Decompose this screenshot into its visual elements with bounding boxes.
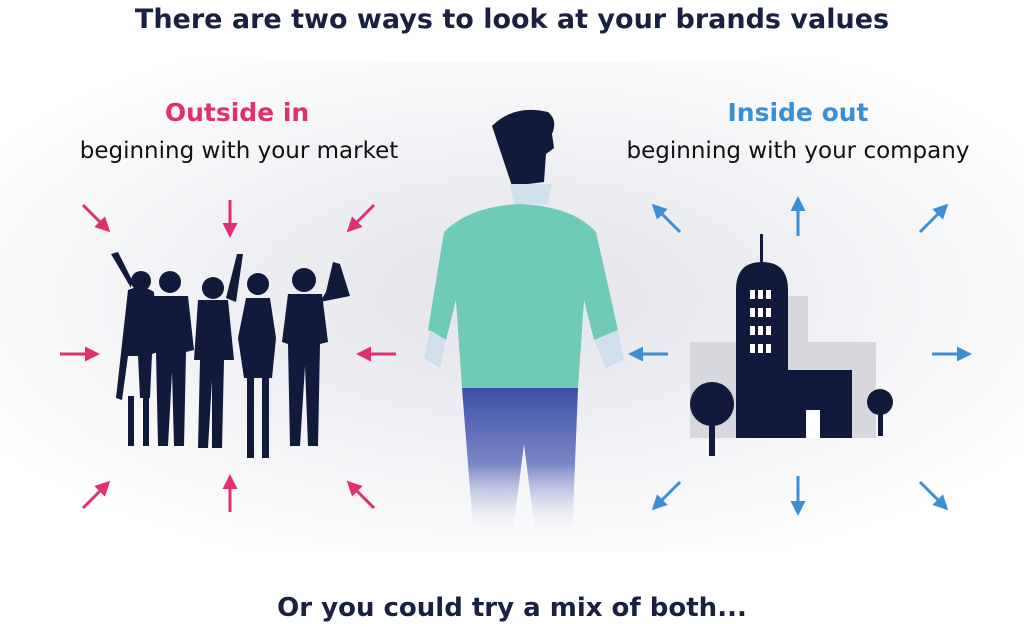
- outside-in-heading: Outside in: [164, 98, 310, 127]
- inward-arrows: [60, 200, 396, 512]
- outward-arrow-icon: [918, 203, 949, 234]
- inward-arrow-icon: [346, 203, 376, 233]
- page-title: There are two ways to look at your brand…: [134, 4, 890, 35]
- outward-arrow-icon: [651, 203, 682, 234]
- footer-text: Or you could try a mix of both...: [277, 593, 747, 623]
- building-icon: [690, 234, 893, 456]
- outward-arrow-icon: [918, 480, 949, 511]
- inside-out-subtitle: beginning with your company: [626, 138, 970, 164]
- person-icon: [424, 109, 624, 540]
- inward-arrow-icon: [81, 480, 111, 510]
- outward-arrow-icon: [651, 480, 682, 511]
- inward-arrow-icon: [346, 480, 376, 510]
- outside-in-subtitle: beginning with your market: [79, 138, 399, 164]
- outward-arrows: [628, 196, 972, 516]
- crowd-icon: [111, 252, 350, 458]
- inside-out-heading: Inside out: [727, 98, 869, 127]
- inward-arrow-icon: [81, 203, 111, 233]
